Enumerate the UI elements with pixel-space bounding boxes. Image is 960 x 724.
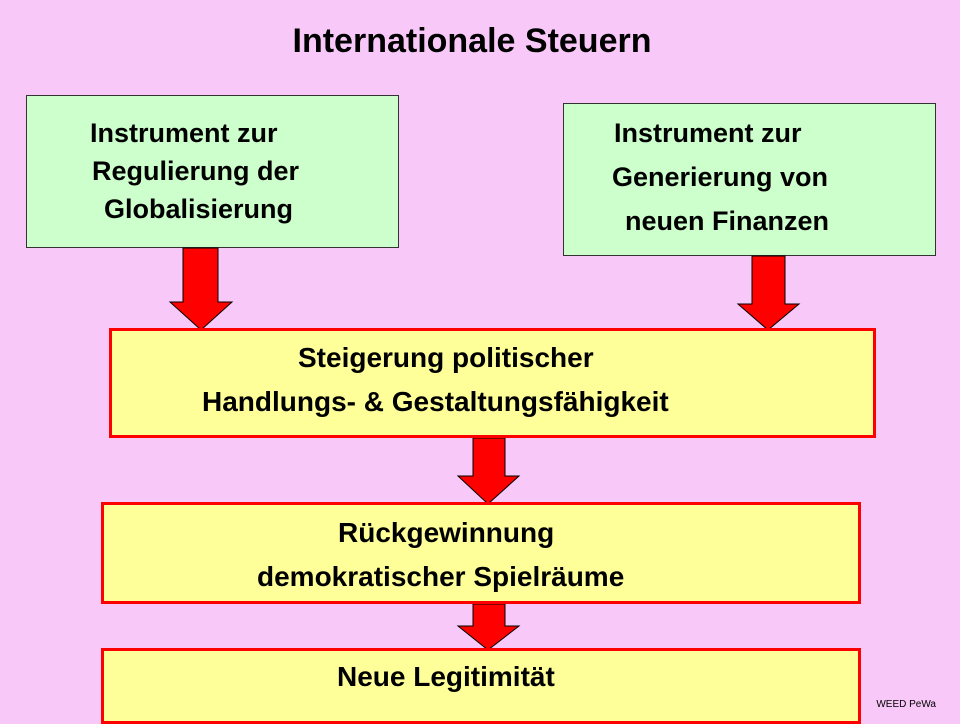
box-line: Regulierung der [92,156,300,186]
box-line: demokratischer Spielräume [257,561,625,592]
arrow-down-icon [168,247,234,331]
box-line: Rückgewinnung [338,517,555,548]
regulation-instrument-box: Instrument zur Regulierung der Globalisi… [26,95,399,248]
box-line: Globalisierung [104,194,294,224]
box-line: neuen Finanzen [625,206,830,236]
box-line: Steigerung politischer [298,342,594,373]
democratic-space-box: Rückgewinnung demokratischer Spielräume [101,502,861,604]
box-line: Neue Legitimität [337,661,555,692]
box-line: Handlungs- & Gestaltungsfähigkeit [202,386,669,417]
box-line: Instrument zur [90,118,278,148]
arrow-down-icon [456,437,521,505]
slide-title: Internationale Steuern [292,22,652,60]
box-line: Instrument zur [614,118,802,148]
footer-credit: WEED PeWa [876,699,936,710]
box-line: Generierung von [612,162,829,192]
legitimacy-box: Neue Legitimität [101,648,861,724]
revenue-instrument-box: Instrument zur Generierung von neuen Fin… [563,103,936,256]
policy-capacity-box: Steigerung politischer Handlungs- & Gest… [109,328,876,438]
arrow-down-icon [736,255,801,331]
arrow-down-icon [456,603,521,651]
